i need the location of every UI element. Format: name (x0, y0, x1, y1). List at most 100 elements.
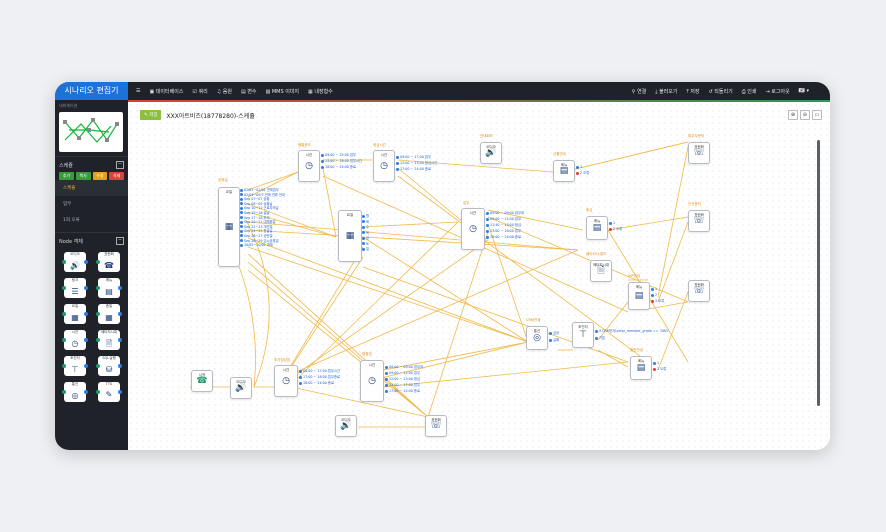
node-phone-3[interactable]: 표현화☏ (688, 280, 710, 302)
menu-variable[interactable]: ▤ 변수 (241, 88, 257, 95)
node-audio-2[interactable]: 오디오🔊 (335, 415, 357, 437)
palette-day[interactable]: 요일▦ (62, 304, 88, 324)
schedule-copy-button[interactable]: 복사 (75, 172, 91, 180)
node-menu-2[interactable]: 메뉴▤ (586, 216, 608, 240)
schedule-item-error[interactable]: 1회 오류 (63, 218, 80, 223)
node-time-4[interactable]: 시간◷ (274, 365, 298, 397)
menu-database[interactable]: ▣ 데이터베이스 (149, 88, 183, 95)
node-title: 통신 (533, 329, 541, 333)
day-outputs: 02/01~02/01 전체업무 02/04~09/7 전체 연휴 안내 Sep… (240, 188, 285, 248)
menu-mms-image[interactable]: ▨ MMS 이미지 (266, 88, 300, 95)
output: 1 (613, 221, 616, 225)
node-title: 시간 (380, 153, 388, 157)
load-button[interactable]: ⤓ 불러오기 (655, 88, 677, 95)
calendar-icon: ▦ (71, 313, 79, 322)
menu-query[interactable]: ☑ 쿼리 (192, 88, 207, 95)
schedule-add-button[interactable]: 추가 (59, 172, 74, 180)
menu-icon: ▤ (634, 291, 644, 301)
palette-tts[interactable]: TTS✎ (96, 382, 122, 402)
logout-button[interactable]: ⇥ 로그아웃 (765, 88, 789, 95)
collapse-icon[interactable]: − (116, 161, 124, 169)
node-time-5[interactable]: 시간◷ (360, 360, 384, 402)
save-label: 저장 (149, 113, 158, 118)
node-time-2[interactable]: 시간 ◷ (373, 150, 395, 182)
edit-icon: ✎ (144, 113, 150, 118)
node-time-3[interactable]: 시간◷ (461, 208, 485, 250)
node-title: 메타지시대 (592, 263, 610, 267)
node-start[interactable]: 시작☎ (191, 370, 213, 392)
node-menu-3[interactable]: 메뉴▤ (628, 282, 650, 310)
action-label: 인쇄 (747, 88, 757, 95)
palette-link[interactable]: 링크☰ (62, 278, 88, 298)
undo-button[interactable]: ↺ 되돌리기 (709, 88, 733, 95)
node-branch[interactable]: 조건자⊤ (572, 322, 594, 348)
output: 09:00 ~ 09:00 업무외 (490, 211, 525, 215)
connect-button[interactable]: ⚲ 연결 (632, 88, 646, 95)
collapse-icon[interactable]: − (116, 237, 124, 245)
node-audio-top[interactable]: 오디오🔊 (480, 142, 502, 164)
vertical-scrollbar[interactable] (817, 140, 820, 406)
schedule-section-header: 스케쥴 − (55, 156, 128, 172)
link-icon: ⚲ (631, 88, 638, 95)
palette-meta[interactable]: 메타지시대🗎 (96, 330, 122, 350)
palette-audio[interactable]: 오디오🔊 (62, 252, 88, 272)
node-label: 점점업 (362, 352, 372, 356)
output: 09:00 ~ 12:00 업무 (389, 371, 420, 375)
node-meta[interactable]: 메타지시대🗎 (590, 260, 612, 282)
hamburger-icon[interactable]: ☰ (136, 88, 141, 94)
node-time-1[interactable]: 시간◷ (298, 150, 320, 182)
clock-icon: ◷ (380, 161, 388, 171)
date-outputs: 월 화 수 목 금 토 일 (362, 214, 369, 253)
document-icon: 🗎 (597, 266, 605, 276)
palette-sql[interactable]: SQL실행⛁ (96, 356, 122, 376)
palette-comm[interactable]: 통신◎ (62, 382, 88, 402)
scenario-canvas[interactable]: ✎ 저장 XXX아트비즈(18778280)-스케쥴 ⊕ ⊖ ▭ (128, 102, 830, 450)
output: Sep 17~18 추석 (244, 215, 270, 220)
minimap[interactable] (59, 112, 123, 152)
node-label: 업무주문처 (688, 134, 705, 138)
menu-sound[interactable]: ♫ 음원 (217, 88, 232, 95)
action-label: 연결 (637, 88, 647, 95)
menu-label: 내장함수 (314, 88, 333, 95)
palette-phone[interactable]: 표현화☎ (96, 252, 120, 272)
palette-time[interactable]: 시간◷ (62, 330, 88, 350)
palette-menu[interactable]: 메뉴▤ (96, 278, 122, 298)
node-comm[interactable]: 통신◎ (526, 326, 548, 350)
save-top-button[interactable]: ⤒ 저장 (686, 88, 699, 95)
editor-save-button[interactable]: ✎ 저장 (140, 110, 162, 120)
menu-label: 변수 (247, 88, 257, 95)
language-flag-icon[interactable]: 🇰🇷 ▾ (798, 88, 809, 94)
output: 수 (366, 225, 370, 229)
schedule-delete-button[interactable]: 삭제 (109, 172, 124, 180)
node-phone-1[interactable]: 표현화☏ (688, 142, 710, 164)
node-date[interactable]: 요일▦ (338, 210, 362, 262)
schedule-edit-button[interactable]: 수정 (92, 172, 108, 180)
node-title: 오디오 (341, 418, 351, 422)
node-audio-1[interactable]: 오디오🔊 (230, 377, 252, 399)
node-phone-2[interactable]: 표현화☏ (688, 210, 710, 232)
palette-label: 종일 (105, 304, 113, 308)
calendar-icon: ▦ (345, 231, 355, 241)
zoom-out-icon[interactable]: ⊖ (800, 110, 810, 120)
node-phone-4[interactable]: 표현화☏ (425, 415, 447, 437)
schedule-item-work[interactable]: 업무 (63, 202, 72, 207)
node-day[interactable]: 요일▦ (218, 187, 240, 267)
menu-label: 데이터베이스 (155, 88, 184, 95)
check-icon: ☑ (192, 88, 199, 95)
palette-branch[interactable]: 조건자⊤ (62, 356, 88, 376)
menu-builtin-function[interactable]: ▦ 내장함수 (308, 88, 333, 95)
fit-screen-icon[interactable]: ▭ (812, 110, 822, 120)
output: 금 (366, 236, 370, 240)
output: 2 오류 (613, 227, 623, 231)
node-menu-4[interactable]: 메뉴▤ (630, 356, 652, 380)
print-button[interactable]: ⎙ 인쇄 (742, 88, 757, 95)
zoom-in-icon[interactable]: ⊕ (788, 110, 798, 120)
schedule-title: 스케쥴 (59, 162, 73, 169)
palette-allday[interactable]: 종일▦ (96, 304, 122, 324)
menu-label: MMS 이미지 (271, 88, 300, 95)
palette-label: 조건자 (70, 356, 80, 360)
output: 09:00 ~ 11:40 업무 (490, 217, 521, 221)
node-menu-1[interactable]: 메뉴▤ (553, 160, 575, 182)
database-icon: ⛁ (105, 365, 113, 374)
schedule-item-schedule[interactable]: 스케쥴 (55, 180, 128, 196)
